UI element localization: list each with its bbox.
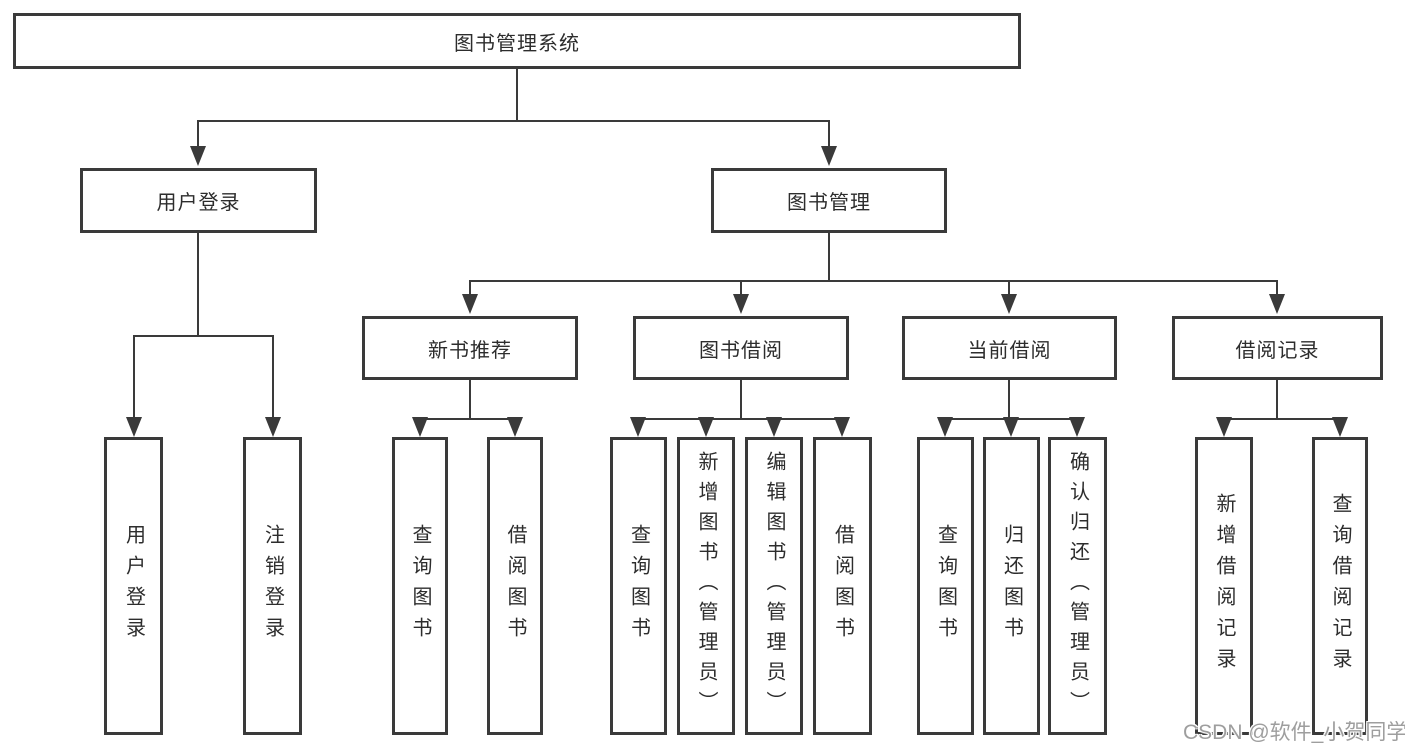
connector-line	[1276, 380, 1278, 418]
connector-line	[828, 233, 830, 280]
node-leaf-add-borrow-record: 新增借阅记录	[1195, 437, 1253, 735]
node-leaf-borrow-books-recommend: 借阅图书	[487, 437, 543, 735]
node-leaf-query-books-borrowing: 查询图书	[610, 437, 667, 735]
node-user-login: 用户登录	[80, 168, 317, 233]
connector-line	[1008, 280, 1010, 296]
arrowhead-down-icon	[1003, 417, 1019, 437]
arrowhead-down-icon	[1216, 417, 1232, 437]
node-label: 借阅记录	[1235, 339, 1320, 362]
connector-line	[740, 280, 742, 296]
connector-line	[133, 335, 274, 337]
arrowhead-down-icon	[190, 146, 206, 166]
node-leaf-logout: 注销登录	[243, 437, 302, 735]
arrowhead-down-icon	[766, 417, 782, 437]
node-label: 图书管理系统	[454, 32, 580, 55]
connector-line	[469, 280, 471, 296]
connector-line	[1223, 418, 1341, 420]
arrowhead-down-icon	[733, 294, 749, 314]
connector-line	[516, 68, 518, 120]
connector-line	[740, 380, 742, 418]
connector-line	[637, 418, 843, 420]
connector-line	[272, 335, 274, 419]
arrowhead-down-icon	[507, 417, 523, 437]
arrowhead-down-icon	[1269, 294, 1285, 314]
node-book-management: 图书管理	[711, 168, 947, 233]
connector-line	[133, 335, 135, 419]
connector-line	[1008, 380, 1010, 418]
connector-line	[469, 280, 1278, 282]
node-label: 用户登录	[156, 192, 241, 214]
node-label: 当前借阅	[967, 339, 1052, 362]
node-current-borrowing: 当前借阅	[902, 316, 1117, 380]
node-leaf-query-books-current: 查询图书	[917, 437, 974, 735]
arrowhead-down-icon	[821, 146, 837, 166]
connector-line	[469, 380, 471, 418]
arrowhead-down-icon	[126, 417, 142, 437]
arrowhead-down-icon	[265, 417, 281, 437]
node-leaf-query-borrow-record: 查询借阅记录	[1312, 437, 1368, 735]
node-leaf-return-books: 归还图书	[983, 437, 1040, 735]
node-leaf-query-books-recommend: 查询图书	[392, 437, 448, 735]
connector-line	[1276, 280, 1278, 296]
node-leaf-user-login: 用户登录	[104, 437, 163, 735]
arrowhead-down-icon	[937, 417, 953, 437]
csdn-watermark: CSDN @软件_小贺同学	[1183, 721, 1405, 744]
arrowhead-down-icon	[630, 417, 646, 437]
connector-line	[197, 120, 199, 148]
node-new-book-recommendation: 新书推荐	[362, 316, 578, 380]
node-label: 图书管理	[787, 192, 871, 214]
node-label: 新书推荐	[428, 339, 512, 362]
node-library-management-system: 图书管理系统	[13, 13, 1021, 69]
arrowhead-down-icon	[1001, 294, 1017, 314]
connector-line	[197, 233, 199, 335]
node-leaf-add-books-admin: 新增图书（管理员）	[677, 437, 735, 735]
node-leaf-borrow-books-borrowing: 借阅图书	[813, 437, 872, 735]
arrowhead-down-icon	[1332, 417, 1348, 437]
connector-line	[828, 120, 830, 148]
arrowhead-down-icon	[698, 417, 714, 437]
node-leaf-confirm-return-admin: 确认归还（管理员）	[1048, 437, 1107, 735]
arrowhead-down-icon	[1069, 417, 1085, 437]
node-book-borrowing: 图书借阅	[633, 316, 849, 380]
node-borrowing-records: 借阅记录	[1172, 316, 1383, 380]
arrowhead-down-icon	[834, 417, 850, 437]
connector-line	[419, 418, 517, 420]
connector-line	[197, 120, 830, 122]
arrowhead-down-icon	[462, 294, 478, 314]
arrowhead-down-icon	[412, 417, 428, 437]
node-leaf-edit-books-admin: 编辑图书（管理员）	[745, 437, 803, 735]
node-label: 图书借阅	[699, 339, 783, 362]
